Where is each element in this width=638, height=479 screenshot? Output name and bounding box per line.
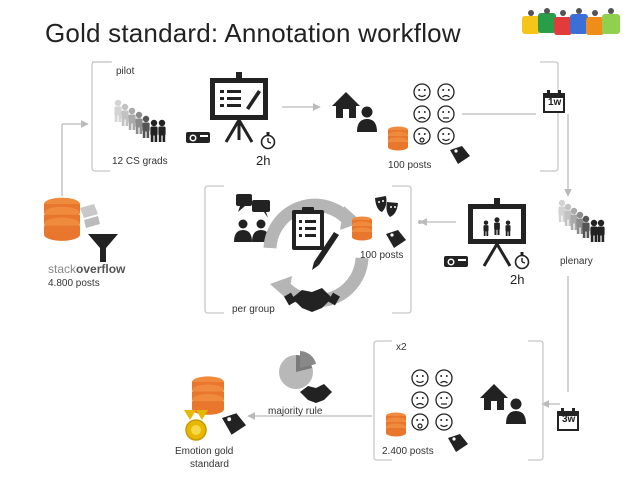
projector-icon	[186, 132, 210, 143]
group-posts-label: 100 posts	[360, 250, 404, 261]
plenary-label: plenary	[560, 256, 593, 267]
gold-standard-label-line2: standard	[190, 459, 229, 470]
pilot-posts-database-icon	[388, 126, 408, 151]
checklist-pen-icon	[292, 207, 339, 270]
final-posts-label: 2.400 posts	[382, 446, 434, 457]
group-posts-database-icon	[352, 216, 372, 241]
source-posts-label: 4.800 posts	[48, 278, 100, 289]
puzzle-logo-icon	[522, 8, 620, 35]
majority-pie-icon	[279, 351, 316, 389]
final-home-annotator-icon	[480, 384, 526, 424]
stackoverflow-prefix: stack	[48, 262, 77, 276]
final-posts-database-icon	[386, 412, 406, 437]
stackoverflow-suffix: overflow	[76, 262, 126, 276]
pilot-label: pilot	[116, 66, 135, 77]
pilot-label-tag-icon	[450, 146, 470, 164]
presentation-board-icon	[210, 72, 268, 143]
handshake-icon	[284, 288, 340, 312]
week1-label: 1w	[548, 97, 562, 108]
gold-standard-database-icon	[192, 376, 224, 415]
gold-standard-label-line1: Emotion gold	[175, 446, 234, 457]
repeat-label: x2	[396, 342, 407, 353]
plenary-stopwatch-icon	[514, 251, 530, 270]
group-label-tag-icon	[386, 230, 406, 248]
emotion-faces-icon	[413, 83, 455, 145]
grads-group-icon	[114, 99, 166, 142]
source-database-icon	[44, 197, 118, 262]
gold-label-tag-icon	[222, 413, 246, 435]
final-label-tag-icon	[448, 434, 468, 452]
plenary-duration-label: 2h	[510, 272, 525, 287]
plenary-group-icon	[558, 199, 605, 242]
plenary-presentation-icon	[468, 198, 526, 267]
stopwatch-icon	[260, 131, 276, 150]
majority-rule-label: majority rule	[268, 406, 323, 417]
group-discussion-icon	[234, 194, 270, 242]
pilot-duration-label: 2h	[256, 153, 271, 168]
page-title: Gold standard: Annotation workflow	[45, 18, 461, 48]
home-annotator-icon	[332, 92, 377, 132]
stackoverflow-logo: stackoverflow	[48, 262, 125, 276]
grads-label: 12 CS grads	[112, 156, 168, 167]
week3-label: 3w	[562, 414, 576, 425]
plenary-projector-icon	[444, 256, 468, 267]
theater-masks-icon	[375, 196, 398, 217]
pilot-posts-label: 100 posts	[388, 160, 432, 171]
final-emotion-faces-icon	[411, 369, 453, 431]
per-group-label: per group	[232, 304, 275, 315]
gold-medal-icon	[184, 410, 208, 441]
majority-handshake-icon	[300, 384, 332, 403]
